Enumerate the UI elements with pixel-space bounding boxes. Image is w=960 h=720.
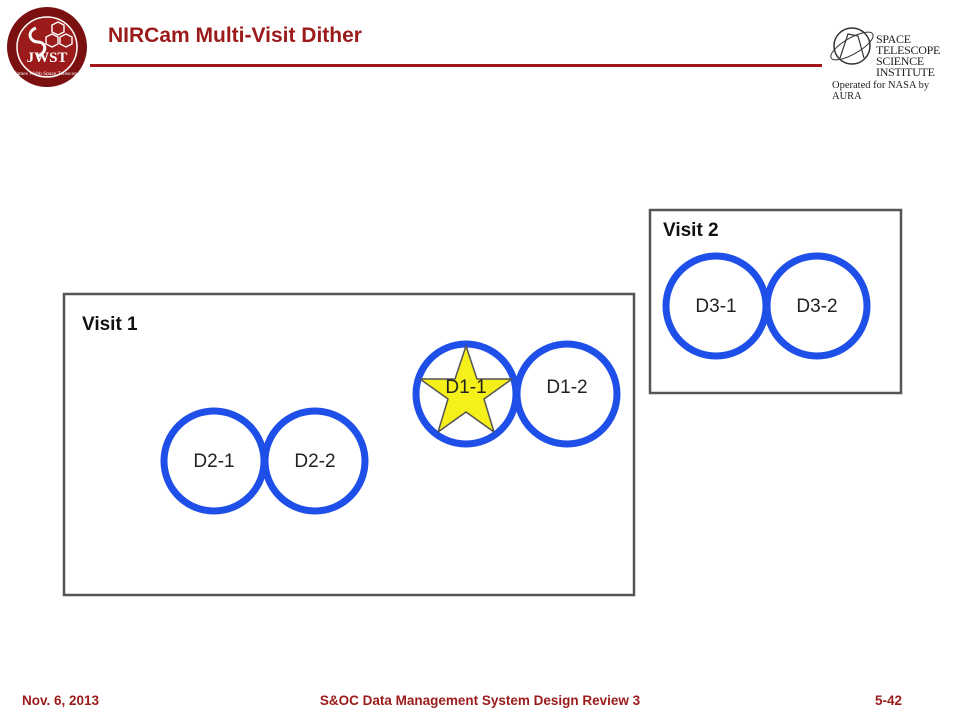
dither-circle-d1-2 [513,340,621,448]
star-icon [419,345,513,433]
jwst-logo: JWST James Webb Space Telescope [7,7,87,87]
visit-2-label: Visit 2 [663,220,719,241]
dither-label-d1-1: D1-1 [445,377,486,398]
footer-date: Nov. 6, 2013 [22,693,100,708]
stsci-line: INSTITUTE [876,65,935,79]
visit-1-label: Visit 1 [82,314,138,335]
stsci-wordmark: SPACE TELESCOPE SCIENCE INSTITUTE [876,32,956,79]
footer-center: S&OC Data Management System Design Revie… [319,693,641,708]
stsci-line: SCIENCE [876,54,924,68]
dither-label-d3-1: D3-1 [695,296,736,317]
footer-page-number: 5-42 [874,693,902,708]
jwst-logo-ring-text: James Webb Space Telescope [14,71,80,77]
stsci-line: SPACE [876,32,911,46]
dither-circle-d3-2 [763,252,871,360]
title-divider [90,64,822,67]
dither-label-d3-2: D3-2 [796,296,837,317]
slide-title: NIRCam Multi-Visit Dither [108,24,362,47]
dither-circle-d2-2 [261,407,369,515]
dither-label-d2-1: D2-1 [193,451,234,472]
dither-label-d2-2: D2-2 [294,451,335,472]
stsci-line: TELESCOPE [876,43,940,57]
stsci-logo [830,27,874,65]
stsci-subtitle: Operated for NASA by AURA [832,80,930,102]
jwst-logo-text: JWST [27,50,68,66]
dither-label-d1-2: D1-2 [546,377,587,398]
